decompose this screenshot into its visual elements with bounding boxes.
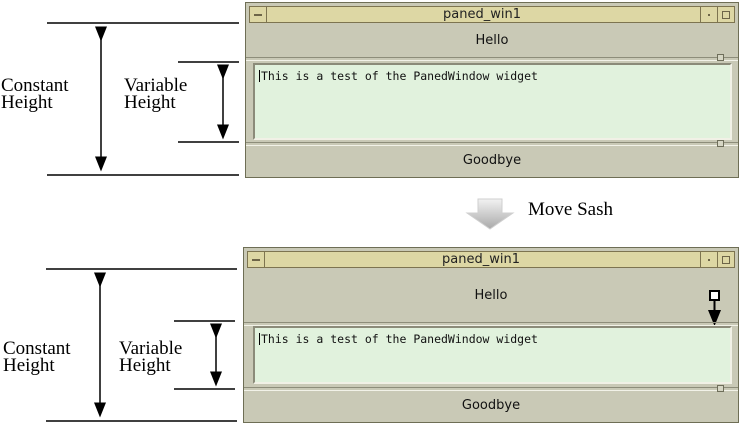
- goodbye-pane-label: Goodbye: [462, 153, 522, 168]
- title-bar[interactable]: paned_win1: [247, 251, 735, 268]
- paned-window: paned_win1 Hello This is a test of the P…: [243, 247, 739, 423]
- sash-grip-icon[interactable]: [717, 140, 724, 147]
- drag-cursor-icon: [708, 290, 721, 326]
- title-bar[interactable]: paned_win1: [249, 6, 735, 23]
- text-content: This is a test of the PanedWindow widget: [261, 69, 538, 83]
- down-arrow-icon: [465, 198, 515, 230]
- paned-window: paned_win1 Hello This is a test of the P…: [245, 2, 739, 178]
- minimize-icon[interactable]: [700, 7, 717, 22]
- minimize-icon[interactable]: [700, 252, 717, 267]
- goodbye-pane-label: Goodbye: [461, 398, 521, 413]
- sash-grip-icon[interactable]: [717, 54, 724, 61]
- text-area[interactable]: This is a test of the PanedWindow widget: [253, 63, 732, 140]
- text-cursor: [259, 70, 260, 82]
- window-title: paned_win1: [442, 252, 520, 267]
- pane-sash[interactable]: [244, 322, 738, 326]
- sash-grip-icon[interactable]: [717, 385, 724, 392]
- window-menu-icon[interactable]: [248, 252, 265, 267]
- text-cursor: [259, 333, 260, 345]
- text-area[interactable]: This is a test of the PanedWindow widget: [253, 326, 732, 384]
- pane-sash[interactable]: [244, 387, 738, 391]
- hello-pane-label: Hello: [475, 33, 509, 48]
- window-title: paned_win1: [443, 7, 521, 22]
- text-content: This is a test of the PanedWindow widget: [261, 332, 538, 346]
- pane-sash[interactable]: [246, 57, 738, 61]
- maximize-icon[interactable]: [717, 252, 734, 267]
- maximize-icon[interactable]: [717, 7, 734, 22]
- move-sash-label: Move Sash: [528, 199, 613, 220]
- pane-sash[interactable]: [246, 142, 738, 146]
- window-menu-icon[interactable]: [250, 7, 267, 22]
- hello-pane-label: Hello: [474, 288, 508, 303]
